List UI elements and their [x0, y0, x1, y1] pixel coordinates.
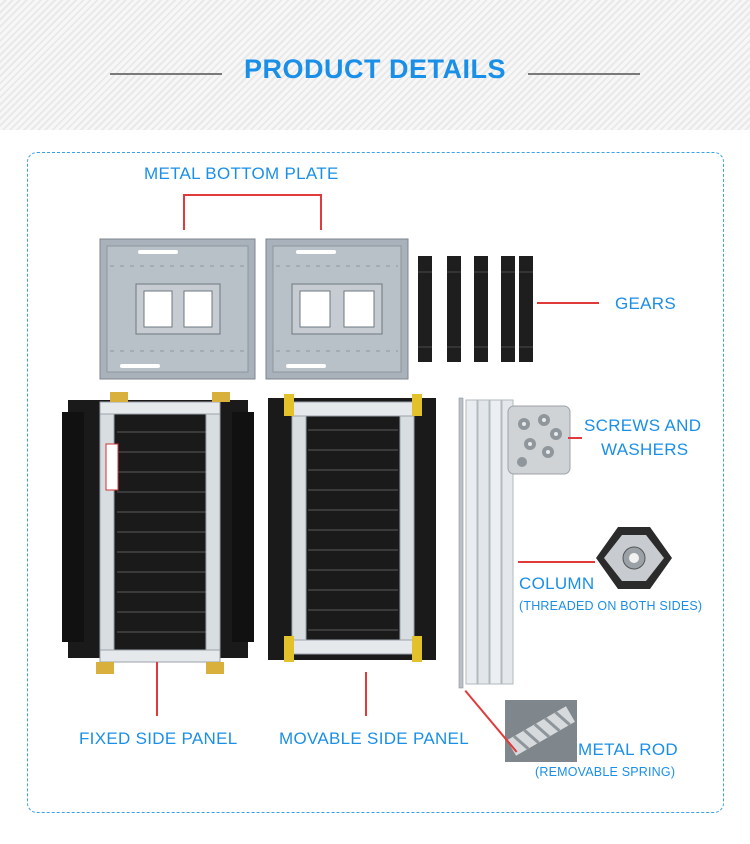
callout-fixed-panel-line: [156, 662, 158, 716]
callout-gears-line: [537, 302, 599, 304]
label-gears: GEARS: [615, 294, 677, 313]
metal-rod-spring-icon: [505, 700, 577, 762]
header-banner: [0, 0, 750, 130]
fixed-side-panel: [62, 392, 254, 674]
gear-racks: [418, 256, 533, 362]
label-metal-bottom-plate: METAL BOTTOM PLATE: [144, 164, 339, 183]
column-cross-section-icon: [596, 527, 672, 589]
label-metal-rod-sub: (REMOVABLE SPRING): [535, 765, 676, 779]
metal-bottom-plate-right: [265, 238, 409, 380]
callout-movable-panel-line: [365, 672, 367, 716]
label-metal-rod: METAL ROD: [578, 740, 678, 759]
callout-screws-line: [568, 437, 582, 439]
title-divider-left: [110, 73, 222, 75]
callout-column-line: [518, 561, 595, 563]
screws-washers-bag: [507, 405, 571, 475]
page-title: PRODUCT DETAILS: [244, 54, 506, 84]
callout-plate-tick-left: [183, 194, 185, 230]
label-column-sub: (THREADED ON BOTH SIDES): [519, 599, 703, 613]
details-frame: [27, 152, 724, 813]
label-screws-line1: SCREWS AND: [584, 416, 702, 435]
movable-side-panel: [268, 394, 436, 662]
callout-plate-tick-right: [320, 194, 322, 230]
label-screws-line2: WASHERS: [601, 440, 689, 459]
callout-plate-line: [183, 194, 322, 196]
metal-rod: [458, 397, 464, 689]
label-column: COLUMN: [519, 574, 595, 593]
label-movable-side-panel: MOVABLE SIDE PANEL: [279, 729, 469, 748]
metal-bottom-plate-left: [99, 238, 256, 380]
label-fixed-side-panel: FIXED SIDE PANEL: [79, 729, 238, 748]
columns: [465, 399, 514, 685]
title-divider-right: [528, 73, 640, 75]
